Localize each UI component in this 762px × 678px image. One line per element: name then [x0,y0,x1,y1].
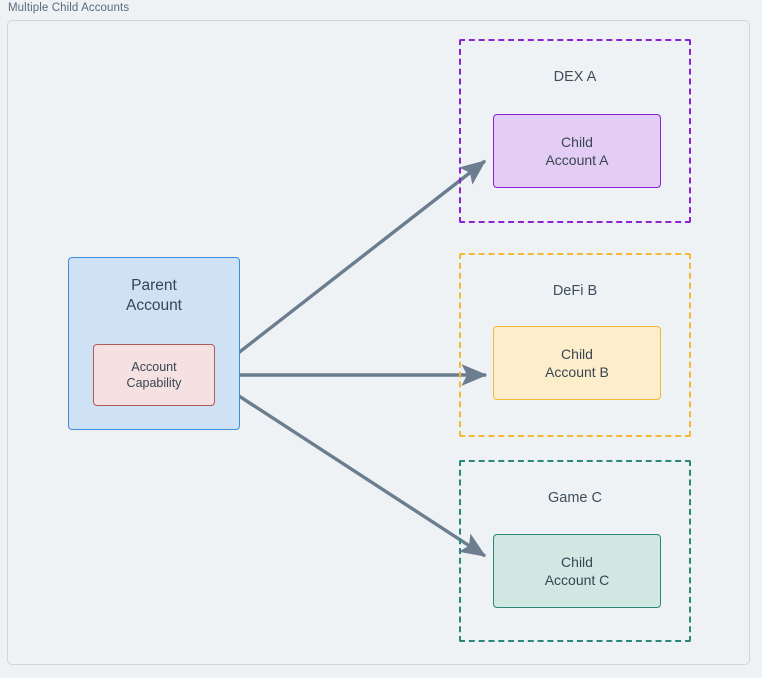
group-dex[interactable]: DEX A [459,39,691,223]
account-capability-node[interactable]: Account Capability [93,344,215,406]
child-account-c-node[interactable]: Child Account C [493,534,661,608]
account-capability-label-line2: Capability [126,376,182,390]
parent-account-label-line1: Parent [131,277,177,294]
group-game-label: Game C [548,490,602,506]
child-account-a-label-line1: Child [561,133,593,150]
diagram-title: Multiple Child Accounts [8,2,130,14]
group-game[interactable]: Game C [459,460,691,642]
child-account-b-label-line2: Account B [545,364,609,380]
parent-account-label-line2: Account [125,297,182,315]
group-dex-label: DEX A [553,69,597,85]
child-account-b-label-line1: Child [561,345,593,362]
child-account-c-label-line1: Child [561,553,593,570]
child-account-b-node[interactable]: Child Account B [493,326,661,400]
account-capability-label-line1: Account [131,359,177,374]
child-account-c-label-line2: Account C [544,572,610,588]
child-account-a-label-line2: Account A [545,152,609,168]
child-account-a-node[interactable]: Child Account A [493,114,661,188]
group-defi[interactable]: DeFi B [459,253,691,437]
group-defi-label: DeFi B [552,283,598,299]
